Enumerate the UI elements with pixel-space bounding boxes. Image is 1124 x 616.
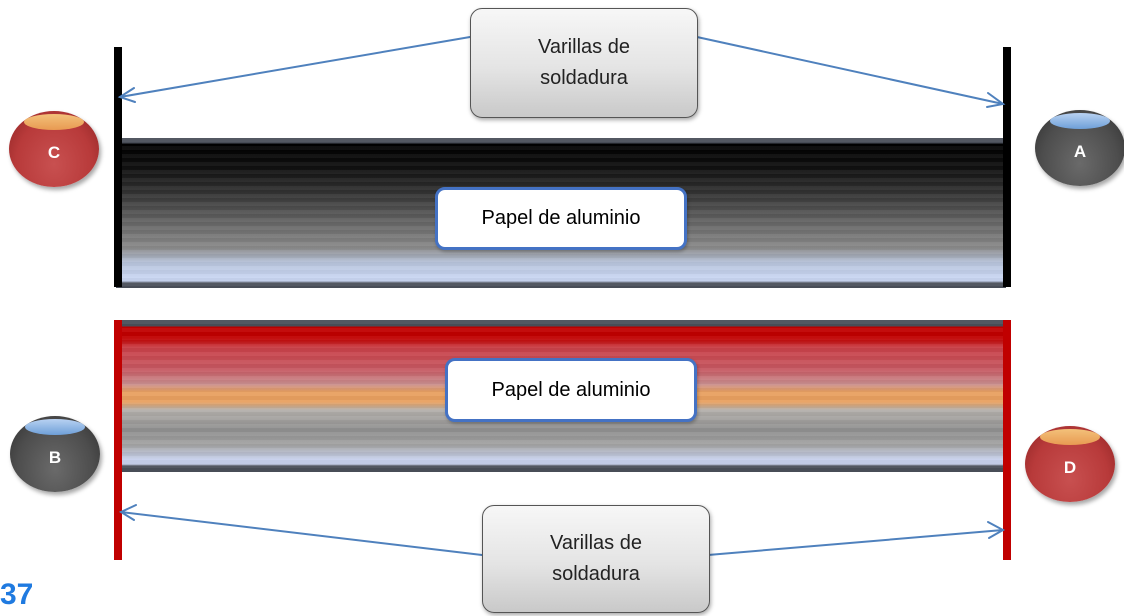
terminal-a-label: A: [1073, 142, 1087, 161]
top-left-arrow: [119, 36, 471, 98]
top-right-arrow: [696, 36, 1004, 105]
bottom-welding-rods-callout: Varillas de soldadura: [482, 505, 710, 613]
top-left-arrowhead: [117, 87, 136, 103]
top-foil-label-text: Papel de aluminio: [481, 207, 641, 229]
top-foil-label: Papel de aluminio: [435, 187, 687, 250]
terminal-a-cap: [1050, 113, 1110, 129]
top-left-welding-rod: [114, 47, 122, 287]
bottom-callout-line-1: Varillas de: [550, 532, 642, 554]
page-number: 37: [0, 578, 34, 611]
bottom-left-arrow: [120, 511, 483, 556]
top-right-arrowhead: [986, 92, 1006, 108]
bottom-right-welding-rod: [1003, 320, 1011, 560]
terminal-d: D: [1025, 426, 1115, 502]
bottom-foil-label-text: Papel de aluminio: [491, 378, 651, 401]
bottom-right-arrowhead: [987, 521, 1006, 539]
top-welding-rods-callout: Varillas de soldadura: [470, 8, 698, 118]
terminal-b: B: [10, 416, 100, 492]
terminal-b-cap: [25, 419, 85, 435]
bottom-left-arrowhead: [118, 504, 137, 521]
bottom-right-arrow: [707, 529, 1004, 556]
terminal-d-cap: [1040, 429, 1100, 445]
bottom-callout-line-2: soldadura: [552, 563, 640, 585]
terminal-b-label: B: [48, 448, 62, 467]
terminal-a: A: [1035, 110, 1124, 186]
terminal-c-cap: [24, 114, 84, 130]
terminal-d-label: D: [1063, 458, 1077, 477]
bottom-foil-label: Papel de aluminio: [445, 358, 697, 422]
top-callout-line-2: soldadura: [540, 67, 628, 89]
terminal-c-label: C: [47, 143, 61, 162]
bottom-left-welding-rod: [114, 320, 122, 560]
top-callout-line-1: Varillas de: [538, 36, 630, 58]
terminal-c: C: [9, 111, 99, 187]
top-right-welding-rod: [1003, 47, 1011, 287]
